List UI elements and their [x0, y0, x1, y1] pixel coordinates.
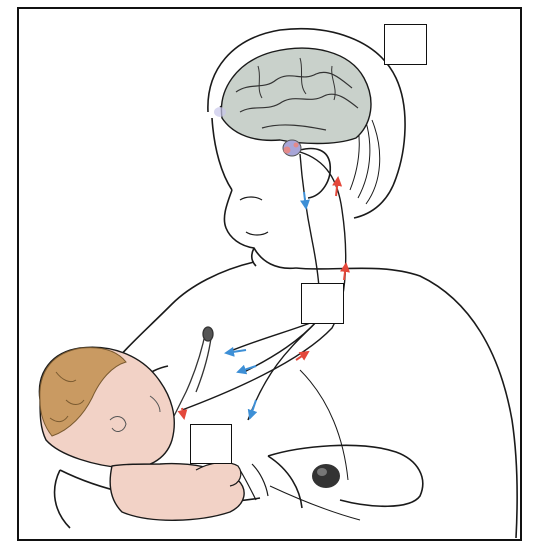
- afferent-arrow-head-1: [336, 178, 338, 196]
- pituitary-gland: [283, 140, 301, 156]
- brain: [221, 48, 371, 143]
- efferent-arrow-head-1: [304, 192, 306, 208]
- neck-label-box[interactable]: [301, 283, 344, 324]
- afferent-arrow-head-2: [344, 264, 346, 280]
- efferent-arrows: [226, 192, 306, 418]
- eye-region-highlight: [214, 107, 226, 117]
- nipple: [312, 464, 340, 488]
- efferent-arrow-head-4: [250, 400, 256, 418]
- breast-label-box[interactable]: [190, 424, 232, 464]
- brain-label-box[interactable]: [384, 24, 427, 65]
- nipple-highlight: [317, 468, 327, 476]
